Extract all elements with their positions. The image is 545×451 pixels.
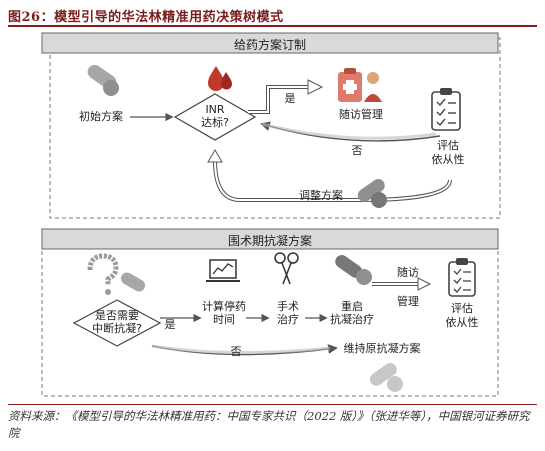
node-interrupt-line2: 中断抗凝?: [92, 322, 142, 335]
node-inr-line1: INR: [205, 103, 225, 116]
clipboard-icon-bottom: [448, 258, 476, 297]
top-panel-title: 给药方案订制: [233, 38, 306, 52]
edge-label-no-top: 否: [351, 144, 363, 157]
monitor-icon: [206, 259, 240, 282]
node-assess-line1-top: 评估: [437, 139, 459, 152]
node-surgery-line1: 手术: [277, 300, 299, 313]
question-icon: [87, 253, 119, 295]
figure-source: 资料来源：《模型引导的华法林精准用药：中国专家共识（2022 版）》（张进华等）…: [8, 409, 530, 440]
edge-label-yes-bottom: 是: [164, 318, 176, 331]
edge-label-no-bottom: 否: [230, 345, 242, 358]
edge-label-yes-top: 是: [284, 92, 296, 105]
inr-decision-diamond: [173, 93, 257, 141]
interrupt-decision-diamond: [72, 299, 162, 347]
node-initial-plan: 初始方案: [79, 110, 123, 123]
blood-drop-icon: [208, 66, 232, 91]
doctor-icon: [338, 68, 382, 102]
node-inr-line2: 达标?: [201, 116, 229, 129]
node-followup-line2-bottom: 管理: [397, 295, 419, 308]
top-panel-header: [41, 32, 499, 54]
node-interrupt-line1: 是否需要: [95, 309, 139, 322]
bottom-panel-header: [41, 228, 499, 250]
pill-icon-bottom-left: [120, 272, 146, 292]
node-assess-line2-top: 依从性: [431, 153, 465, 166]
scissors-icon: [274, 252, 299, 285]
pill-icon: [87, 64, 119, 96]
node-restart-line1: 重启: [341, 300, 363, 313]
title-rule: [8, 25, 537, 27]
node-assess-line2-bottom: 依从性: [445, 316, 479, 329]
node-followup: 随访管理: [339, 108, 383, 121]
node-maintain: 维持原抗凝方案: [343, 342, 421, 355]
node-restart-line2: 抗凝治疗: [330, 313, 374, 326]
node-calc-line2: 时间: [213, 313, 235, 326]
node-calc-line1: 计算停药: [202, 300, 246, 313]
figure-title: 图26：模型引导的华法林精准用药决策树模式: [8, 10, 284, 25]
bottom-panel-title: 围术期抗凝方案: [227, 234, 312, 248]
pill-icon-adjust: [357, 179, 387, 208]
edge-inr-yes: [248, 85, 310, 114]
node-surgery-line2: 治疗: [277, 313, 299, 326]
node-followup-line1-bottom: 随访: [397, 266, 419, 279]
source-rule: [8, 404, 537, 405]
pill-icon-restart: [335, 255, 372, 285]
clipboard-icon: [431, 88, 461, 131]
pill-icon-maintain: [369, 363, 403, 392]
node-assess-line1-bottom: 评估: [451, 302, 473, 315]
node-adjust: 调整方案: [299, 189, 343, 202]
